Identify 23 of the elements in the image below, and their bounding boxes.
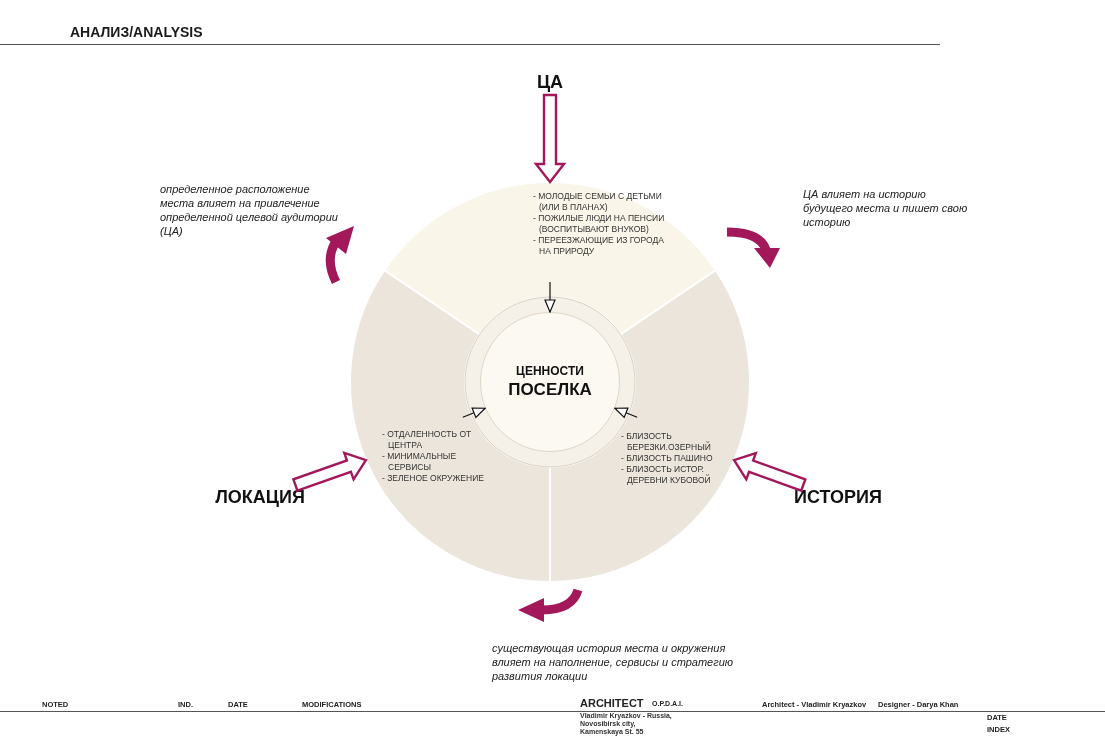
arrow xyxy=(462,407,486,418)
bullet-text: - БЛИЗОСТЬ ИСТОР. ДЕРЕВНИ КУБОВОЙ xyxy=(621,464,712,486)
section-heading: ИСТОРИЯ xyxy=(794,487,882,508)
annotation-text: существующая история места и окружения влияет на наполнение, сервисы и стратегию развития локации xyxy=(492,641,735,683)
arrow xyxy=(614,407,638,418)
block-arrow xyxy=(732,451,807,493)
annotation-text: ЦА влияет на историю будущего места и пишет свою историю xyxy=(803,187,969,229)
arrow xyxy=(544,281,556,313)
section-heading: ЦА xyxy=(536,72,564,93)
bullet-text: - МОЛОДЫЕ СЕМЬИ С ДЕТЬМИ (ИЛИ В ПЛАНАХ) xyxy=(533,191,663,213)
bullet-text: - БЛИЗОСТЬ БЕРЕЗКИ.ОЗЕРНЫЙ xyxy=(621,431,712,453)
bullet-text: - ЗЕЛЕНОЕ ОКРУЖЕНИЕ xyxy=(382,473,485,484)
bullet-text: - БЛИЗОСТЬ ПАШИНО xyxy=(621,453,714,464)
title-block-text: ARCHITECT xyxy=(580,697,644,709)
block-arrow xyxy=(533,93,567,184)
bullet-text: - ОТДАЛЕННОСТЬ ОТ ЦЕНТРА xyxy=(382,429,473,451)
annotation-text: определенное расположение места влияет на привлечение определенной целевой аудитории (ЦА) xyxy=(160,182,339,238)
bullet-text: - МИНИМАЛЬНЫЕ СЕРВИСЫ xyxy=(382,451,458,473)
block-arrow xyxy=(291,451,368,493)
bullet-text: - ПЕРЕЕЗЖАЮЩИЕ ИЗ ГОРОДА НА ПРИРОДУ xyxy=(533,235,665,257)
section-heading: ЛОКАЦИЯ xyxy=(215,487,305,508)
page-title: АНАЛИЗ/ANALYSIS xyxy=(70,24,203,40)
bullet-text: - ПОЖИЛЫЕ ЛЮДИ НА ПЕНСИИ (ВОСПИТЫВАЮТ ВНУКОВ) xyxy=(533,213,666,235)
